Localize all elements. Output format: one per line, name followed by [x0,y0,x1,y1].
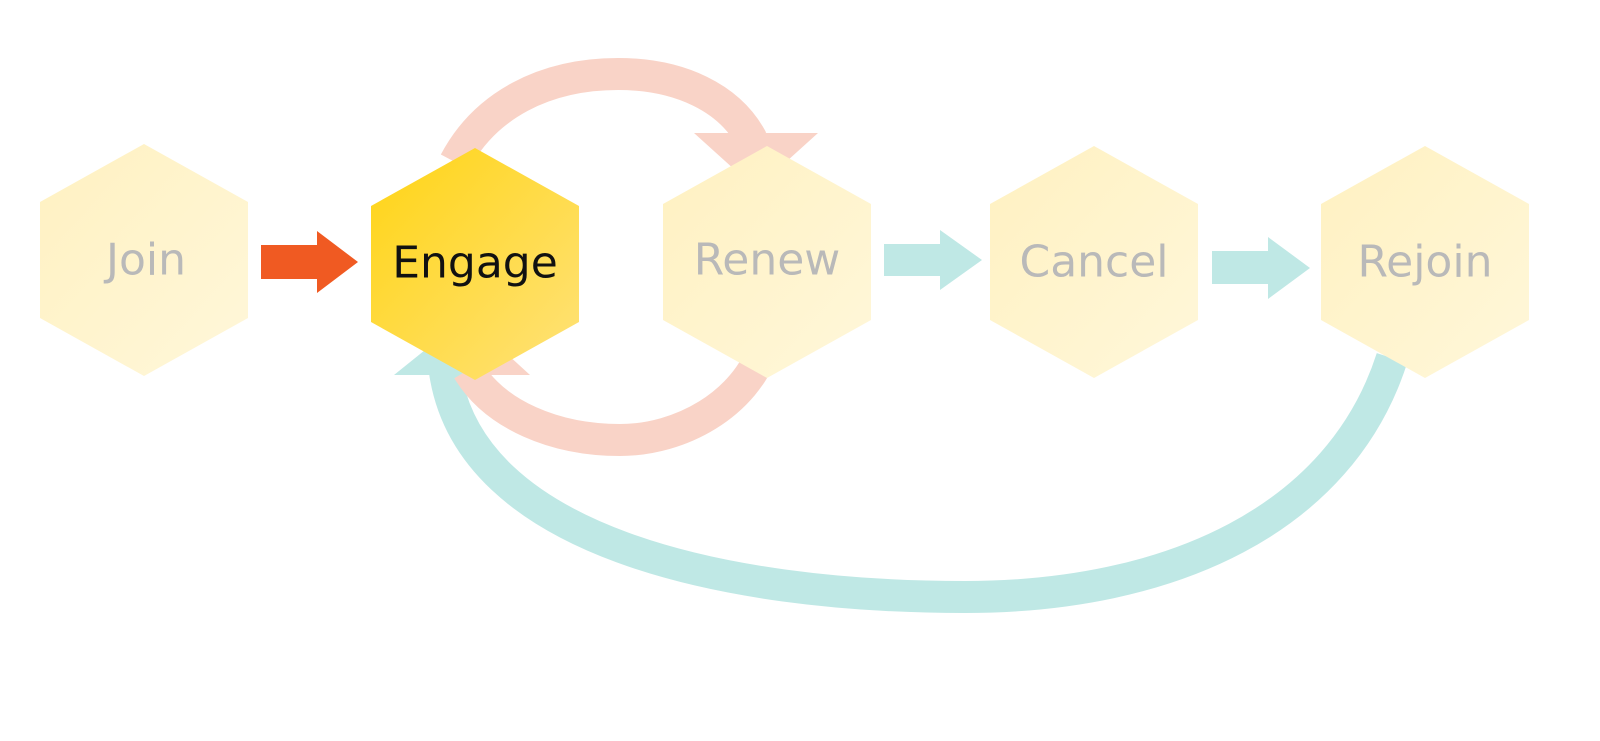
stage-cancel[interactable]: Cancel [990,146,1198,378]
rejoin-to-engage-arc [429,353,1408,614]
stage-renew-hexagon [663,146,871,378]
stage-rejoin-hexagon [1321,146,1529,378]
stage-rejoin-label: Rejoin [1358,237,1493,288]
renew-to-cancel-arrow [884,230,982,290]
stage-engage[interactable]: Engage [371,148,579,380]
stage-engage-label: Engage [392,238,558,289]
renew-to-engage-arc [454,339,781,457]
cancel-to-rejoin-arrow [1212,237,1310,299]
stage-join-hexagon [40,144,248,376]
stage-join[interactable]: Join [40,144,248,376]
rejoin-to-engage-arrowhead [394,342,470,375]
stage-renew-label: Renew [694,235,841,286]
rejoin-to-engage-arrow [394,342,1408,614]
stage-join-label: Join [103,235,186,286]
stage-cancel-hexagon [990,146,1198,378]
stage-engage-hexagon [371,148,579,380]
engage-to-renew-arc [440,57,767,170]
join-to-engage-arrow [261,231,358,293]
stage-renew[interactable]: Renew [663,146,871,378]
stage-rejoin[interactable]: Rejoin [1321,146,1529,378]
stage-cancel-label: Cancel [1019,237,1168,288]
